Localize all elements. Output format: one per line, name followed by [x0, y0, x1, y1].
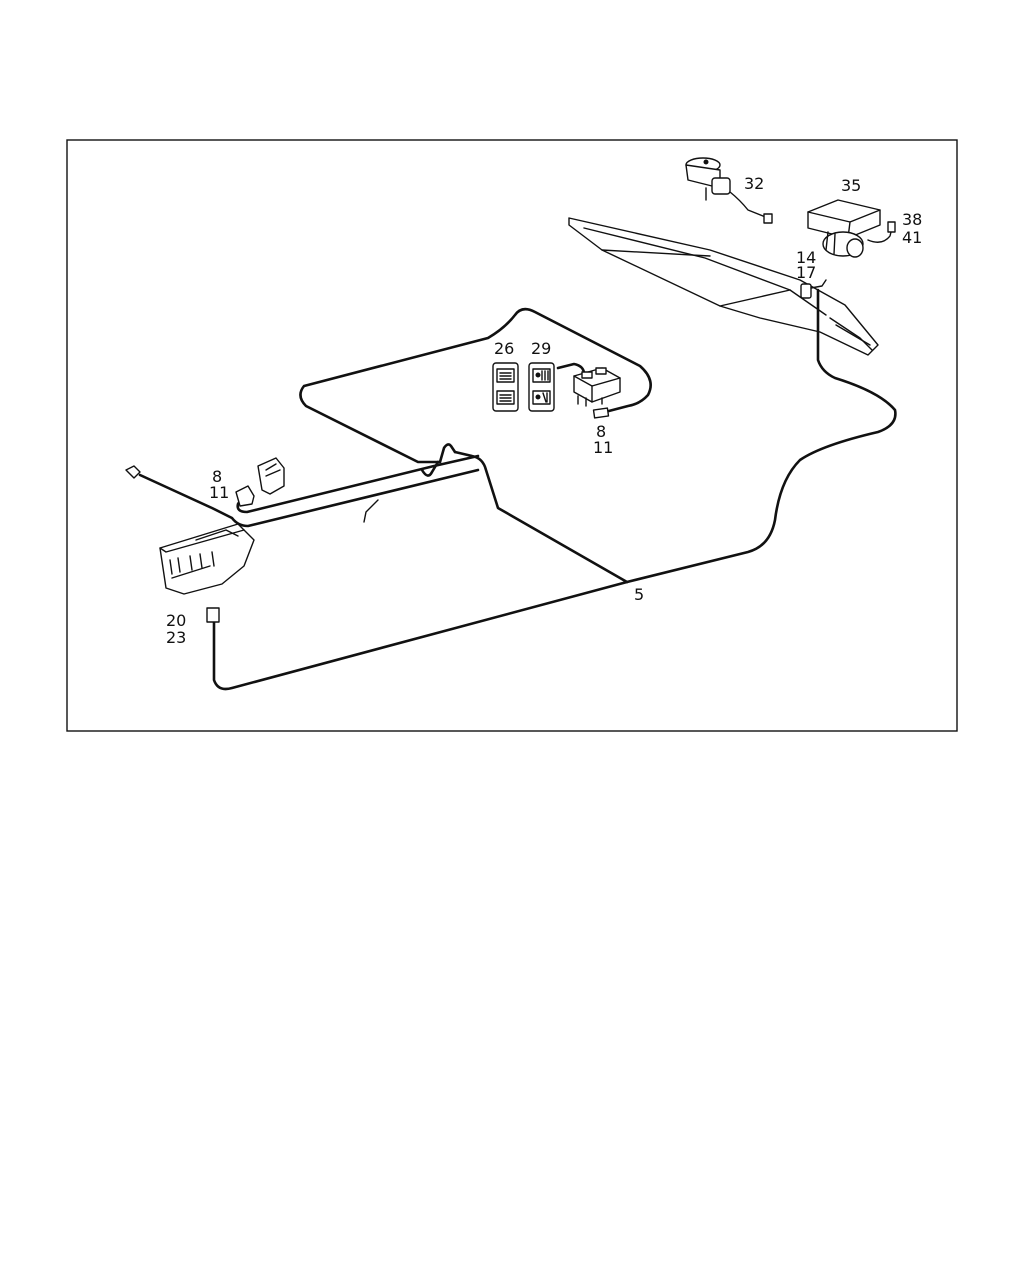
part-14-connector: [800, 279, 827, 299]
callout-17: 17: [796, 263, 816, 282]
switch-unit: [573, 367, 621, 407]
main-wiring-harness: [138, 288, 897, 691]
callout-20: 20: [166, 611, 186, 630]
callout-11-right: 11: [593, 438, 613, 457]
callout-35: 35: [841, 176, 861, 195]
part-32-motor: [685, 157, 773, 224]
callout-14: 14: [796, 248, 816, 267]
left-end-connector: [125, 465, 141, 479]
part-26-switch-panel: [492, 362, 519, 412]
callout-8-left: 8: [212, 467, 222, 486]
part-20-control-box: [159, 523, 255, 595]
callout-32: 32: [744, 174, 764, 193]
part-29-switch-panel: [528, 362, 555, 412]
callout-11-left: 11: [209, 483, 229, 502]
callout-8-right: 8: [596, 422, 606, 441]
left-switch-assembly: [235, 457, 285, 507]
part-35-pump: [807, 199, 896, 258]
callout-29: 29: [531, 339, 551, 358]
connector-8-right: [592, 407, 610, 419]
callout-23: 23: [166, 628, 186, 647]
callout-38: 38: [902, 210, 922, 229]
callout-26: 26: [494, 339, 514, 358]
callout-5: 5: [634, 585, 644, 604]
callout-41: 41: [902, 228, 922, 247]
connector-20: [206, 607, 220, 623]
rear-window-panel: [568, 217, 879, 356]
diagram-frame: [66, 139, 958, 732]
